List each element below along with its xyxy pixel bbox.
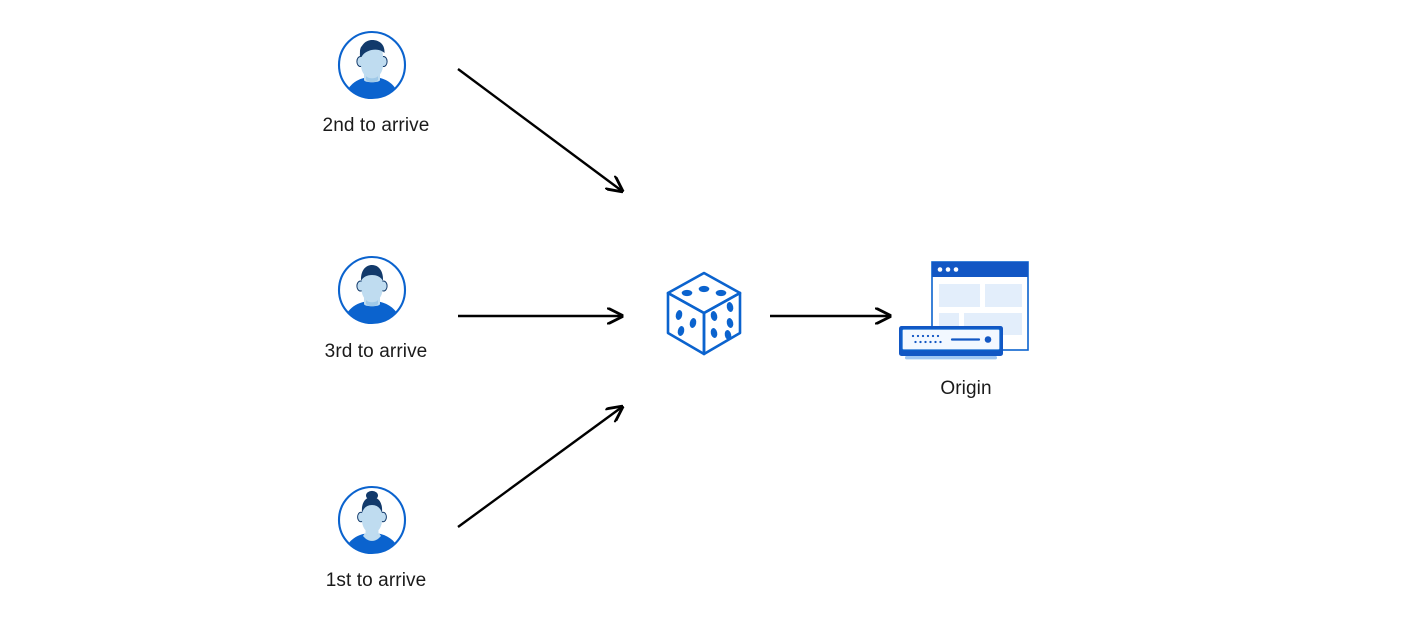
arrow-2nd-to-dice: [457, 68, 622, 191]
random-balancer-node[interactable]: [662, 268, 746, 360]
client-node-3rd[interactable]: [336, 254, 408, 326]
client-node-2nd[interactable]: [336, 29, 408, 101]
client-label-3rd: 3rd to arrive: [324, 341, 428, 362]
user-avatar-icon: [337, 485, 407, 555]
client-label-1st: 1st to arrive: [325, 570, 427, 591]
dice-icon: [666, 271, 742, 356]
origin-node[interactable]: [896, 256, 1036, 368]
server-device: [899, 326, 1003, 360]
origin-server-icon: [899, 261, 1029, 360]
origin-label: Origin: [940, 378, 992, 399]
user-avatar-icon: [337, 30, 407, 100]
client-node-1st[interactable]: [336, 484, 408, 556]
client-label-2nd: 2nd to arrive: [322, 115, 430, 136]
user-avatar-icon: [337, 255, 407, 325]
arrow-1st-to-dice: [457, 407, 622, 528]
